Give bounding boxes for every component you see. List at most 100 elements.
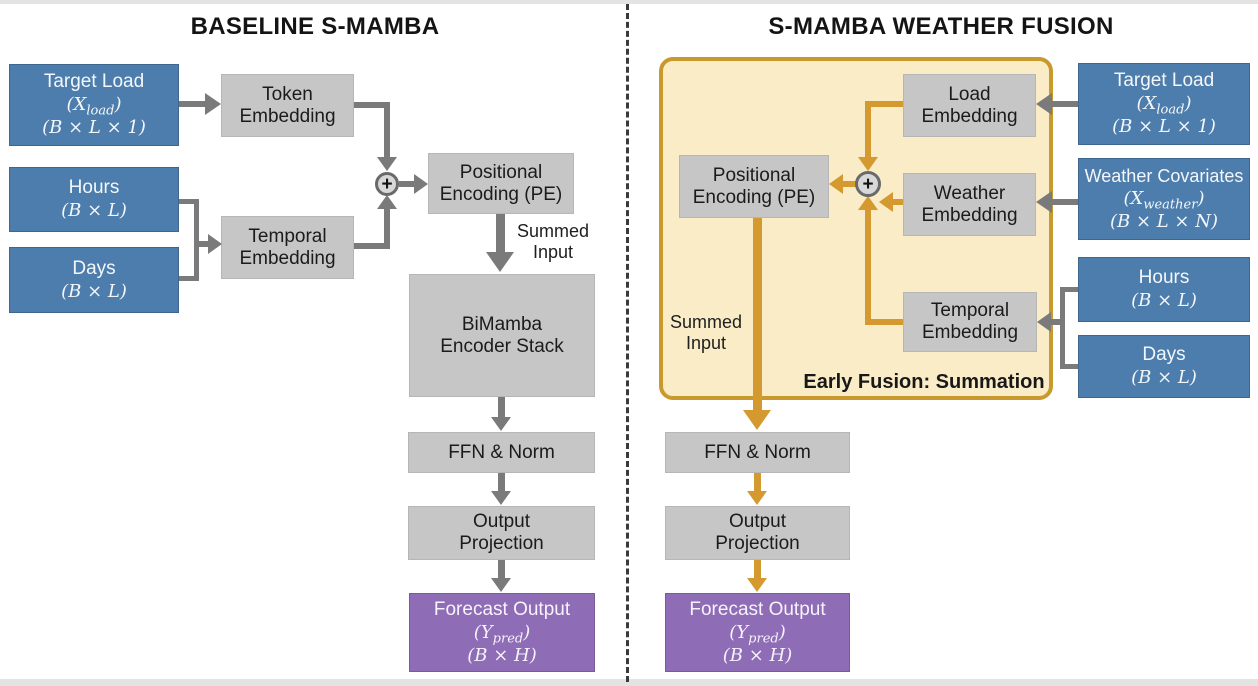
arrow-head-weather-to-weather-embedding bbox=[1036, 191, 1052, 213]
connector-right-bracket-vertical bbox=[1060, 287, 1065, 369]
box-label: Positional Encoding (PE) bbox=[439, 161, 563, 205]
arrow-shaft-target-to-token bbox=[179, 101, 207, 107]
arrow-head-temporal-to-sum bbox=[377, 195, 397, 209]
box-label: Target Load bbox=[43, 71, 145, 92]
arrow-head-target-to-load-embedding bbox=[1036, 93, 1052, 115]
box-label: Forecast Output bbox=[433, 598, 571, 620]
box-label: BiMamba Encoder Stack bbox=[440, 313, 564, 357]
arrow-shaft-sum-to-pe-right bbox=[843, 181, 856, 187]
dims-label: (B × L × 1) bbox=[42, 117, 146, 138]
right-input-target-load: Target Load (Xload) (B × L × 1) bbox=[1078, 63, 1250, 145]
math-open: (Y bbox=[729, 621, 749, 643]
math-symbol: (Xload) bbox=[1137, 92, 1192, 118]
arrow-shaft-sum-to-pe bbox=[399, 181, 415, 187]
box-label: Temporal Embedding bbox=[921, 300, 1019, 343]
arrow-head-ffn-to-projection bbox=[491, 491, 511, 505]
arrow-shaft-load-embedding-elbow-v bbox=[865, 101, 871, 157]
arrow-shaft-temporal-elbow-v-right bbox=[865, 210, 871, 325]
arrow-shaft-ffn-to-projection-right bbox=[754, 473, 761, 491]
box-label: Output Projection bbox=[715, 511, 800, 554]
arrow-shaft-bracket-to-temporal-right bbox=[1051, 319, 1062, 325]
left-block-ffn-norm: FFN & Norm bbox=[408, 432, 595, 473]
arrow-shaft-projection-to-forecast-right bbox=[754, 560, 761, 578]
arrow-shaft-weather-to-weather-embedding bbox=[1050, 199, 1078, 205]
arrow-shaft-temporal-elbow-v bbox=[384, 209, 390, 249]
early-fusion-label: Early Fusion: Summation bbox=[803, 371, 1045, 393]
right-input-hours: Hours (B × L) bbox=[1078, 257, 1250, 322]
top-edge-strip bbox=[0, 0, 1258, 4]
math-close: ) bbox=[523, 621, 531, 643]
arrow-head-weather-embedding-to-sum bbox=[879, 192, 893, 212]
arrow-shaft-token-elbow-h bbox=[354, 102, 390, 108]
left-block-bimamba-encoder: BiMamba Encoder Stack bbox=[409, 274, 595, 397]
math-subscript: pred bbox=[748, 631, 779, 647]
math-subscript: load bbox=[1156, 102, 1185, 118]
left-input-hours: Hours (B × L) bbox=[9, 167, 179, 232]
left-panel-title: BASELINE S-MAMBA bbox=[190, 13, 440, 40]
left-summed-input-label: Summed Input bbox=[516, 221, 590, 262]
math-close: ) bbox=[1197, 188, 1205, 209]
connector-right-hours-branch bbox=[1062, 287, 1078, 292]
right-summed-input-label: Summed Input bbox=[669, 312, 743, 353]
arrow-shaft-projection-to-forecast bbox=[498, 560, 505, 578]
arrow-head-bracket-to-temporal-right bbox=[1037, 312, 1051, 332]
arrow-head-pe-to-bimamba bbox=[486, 252, 514, 272]
connector-days-branch bbox=[179, 276, 199, 281]
right-output-forecast: Forecast Output (Ypred) (B × H) bbox=[665, 593, 850, 672]
arrow-head-sum-to-pe-right bbox=[829, 174, 843, 194]
arrow-head-target-to-token bbox=[205, 93, 221, 115]
dims-label: (B × L) bbox=[1131, 367, 1197, 388]
right-panel-title: S-MAMBA WEATHER FUSION bbox=[768, 13, 1114, 40]
dims-label: (B × L × 1) bbox=[1112, 116, 1216, 137]
box-label: Forecast Output bbox=[689, 598, 826, 620]
arrow-shaft-pe-to-ffn-right bbox=[753, 218, 762, 410]
box-label: FFN & Norm bbox=[704, 441, 811, 463]
connector-right-days-branch bbox=[1062, 364, 1078, 369]
panel-divider-dashed-line bbox=[626, 4, 629, 682]
dims-label: (B × H) bbox=[467, 644, 537, 666]
left-block-positional-encoding: Positional Encoding (PE) bbox=[428, 153, 574, 214]
left-input-target-load: Target Load (Xload) (B × L × 1) bbox=[9, 64, 179, 146]
arrow-shaft-target-to-load-embedding bbox=[1050, 101, 1078, 107]
arrow-shaft-load-embedding-elbow-h bbox=[866, 101, 903, 107]
left-output-forecast: Forecast Output (Ypred) (B × H) bbox=[409, 593, 595, 672]
math-close: ) bbox=[114, 94, 122, 115]
box-label: Load Embedding bbox=[921, 83, 1018, 127]
right-input-weather-covariates: Weather Covariates (Xweather) (B × L × N… bbox=[1078, 158, 1250, 240]
connector-bracket-vertical bbox=[194, 199, 199, 281]
arrow-head-pe-to-ffn-right bbox=[743, 410, 771, 430]
box-label: Days bbox=[72, 257, 116, 279]
math-symbol: (Ypred) bbox=[473, 621, 531, 646]
box-label: Weather Covariates bbox=[1084, 166, 1244, 186]
arrow-head-projection-to-forecast bbox=[491, 578, 511, 592]
left-block-token-embedding: Token Embedding bbox=[221, 74, 354, 137]
box-label: Positional Encoding (PE) bbox=[692, 164, 816, 208]
arrow-head-projection-to-forecast-right bbox=[747, 578, 767, 592]
arrow-shaft-weather-embedding-to-sum bbox=[893, 199, 903, 205]
right-sum-junction: + bbox=[855, 171, 881, 197]
math-open: (X bbox=[1123, 188, 1144, 209]
right-block-load-embedding: Load Embedding bbox=[903, 74, 1036, 137]
arrow-shaft-bimamba-to-ffn bbox=[498, 397, 505, 417]
arrow-head-load-embedding-to-sum bbox=[858, 157, 878, 171]
math-symbol: (Ypred) bbox=[729, 621, 786, 647]
math-open: (Y bbox=[473, 621, 493, 643]
math-open: (X bbox=[66, 94, 87, 115]
arrow-shaft-bracket-to-temporal bbox=[194, 241, 208, 247]
math-subscript: load bbox=[86, 103, 115, 119]
arrow-head-ffn-to-projection-right bbox=[747, 491, 767, 505]
left-block-temporal-embedding: Temporal Embedding bbox=[221, 216, 354, 279]
box-label: Days bbox=[1142, 344, 1186, 365]
left-sum-junction: + bbox=[375, 172, 399, 196]
math-symbol: (Xload) bbox=[66, 93, 122, 119]
right-block-ffn-norm: FFN & Norm bbox=[665, 432, 850, 473]
arrow-shaft-temporal-elbow-h-right bbox=[866, 319, 903, 325]
arrow-shaft-pe-to-bimamba bbox=[496, 214, 505, 252]
arrow-head-bracket-to-temporal bbox=[208, 234, 222, 254]
right-input-days: Days (B × L) bbox=[1078, 335, 1250, 398]
math-symbol: (Xweather) bbox=[1123, 187, 1205, 212]
box-label: Weather Embedding bbox=[921, 182, 1018, 226]
arrow-shaft-token-elbow-v bbox=[384, 102, 390, 158]
dims-label: (B × H) bbox=[722, 644, 793, 666]
